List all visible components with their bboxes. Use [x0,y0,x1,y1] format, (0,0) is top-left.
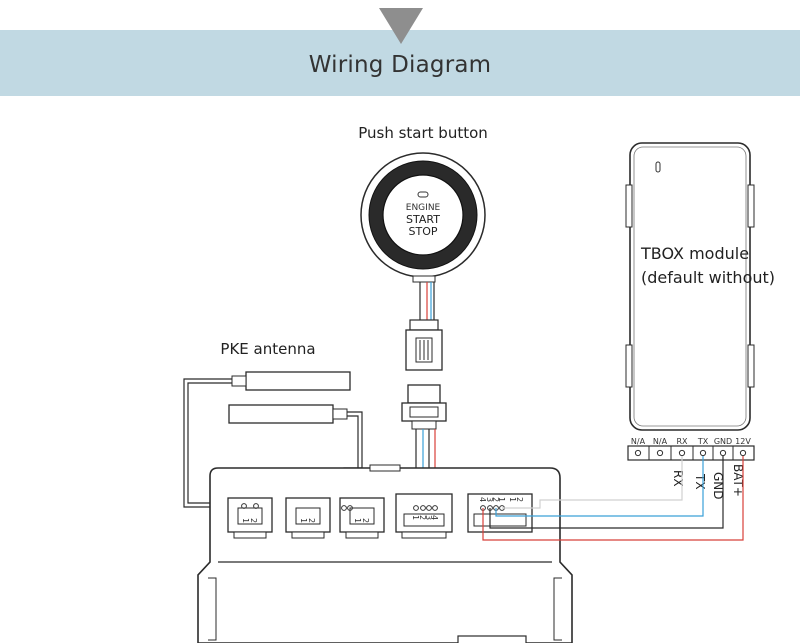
pin-label: 4 [430,515,439,520]
pin-label: 3 [424,515,433,520]
banner-pointer-arrow [379,8,423,44]
terminal-label-na-1: N/A [631,437,646,446]
pin-label: 2 [307,518,316,523]
pin-label: 3 [485,497,494,502]
pin-label: 2 [515,497,524,502]
tbox-title: TBOX module [640,244,749,263]
push-start-button: ENGINE START STOP [360,152,486,278]
button-text-engine: ENGINE [406,203,441,213]
wire-label-tx: TX [693,473,707,490]
pin-label: 1 [299,518,308,523]
connector-port-2: 1 2 [285,497,331,539]
main-control-box [197,464,573,643]
terminal-label-na-2: N/A [653,437,668,446]
pin-label: 4 [478,497,487,502]
pin-label: 1 [497,497,506,502]
connector-port-4: 1 2 3 4 [395,493,453,539]
pke-antenna-label: PKE antenna [220,340,315,358]
pin-label: 1 [353,518,362,523]
connector-port-3: 1 2 [339,497,385,539]
tbox-terminal-strip: N/A N/A RX TX GND 12V [627,437,755,461]
pin-label: 1 [411,515,420,520]
button-cable [401,275,447,508]
wire-label-gnd: GND [711,472,725,500]
terminal-label-rx: RX [676,437,688,446]
tbox-wiring [482,456,744,541]
push-button-label: Push start button [358,124,488,142]
pin-label: 1 [508,497,517,502]
pin-label: 2 [491,497,500,502]
tbox-subtitle: (default without) [641,268,775,287]
pin-label: 2 [418,515,427,520]
pin-label: 2 [361,518,370,523]
wire-label-rx: RX [671,470,685,487]
wire-label-bat: BAT+ [731,464,745,497]
pin-label: 2 [249,518,258,523]
terminal-label-tx: TX [697,437,709,446]
terminal-label-12v: 12V [735,437,751,446]
page-title: Wiring Diagram [308,52,492,78]
connector-port-5: 4 3 2 1 1 2 [467,493,533,533]
button-text-start: START [406,213,440,226]
tbox-module: TBOX module (default without) [625,142,775,431]
terminal-label-gnd: GND [714,437,732,446]
button-text-stop: STOP [409,225,438,238]
pin-label: 1 [241,518,250,523]
connector-port-1: 1 2 [227,497,273,539]
